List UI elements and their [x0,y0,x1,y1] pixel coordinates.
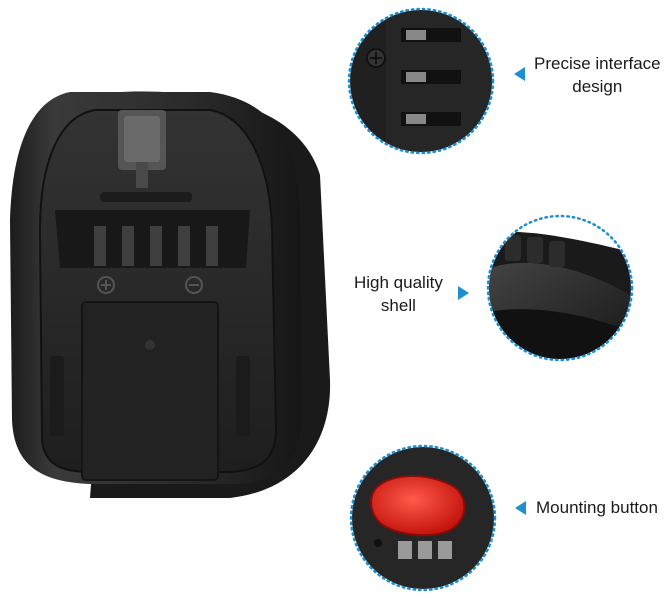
minus-marker [185,276,203,294]
callout-shell-line2: shell [380,296,416,315]
callout-interface-line2: design [572,77,623,96]
battery-adapter-image [10,91,331,498]
detail-button-image [349,444,497,592]
callout-interface-line1: Precise interface [534,54,661,73]
contact-slots [401,28,461,126]
callout-interface: Precise interface design [534,52,661,98]
indicator-lights [398,541,452,559]
callout-button-line1: Mounting button [536,498,658,517]
shell-ribs [505,235,565,267]
red-button [370,475,466,537]
center-plate [81,301,219,481]
plus-marker [97,276,115,294]
callout-shell: High quality shell [354,271,443,317]
detail-interface-image [347,7,495,155]
triangle-pointer-icon [458,286,469,300]
detail-shell-image [486,214,634,362]
terminal-ribs [94,226,218,266]
callout-button: Mounting button [536,496,658,519]
triangle-pointer-icon [514,67,525,81]
triangle-pointer-icon [515,501,526,515]
callout-shell-line1: High quality [354,273,443,292]
